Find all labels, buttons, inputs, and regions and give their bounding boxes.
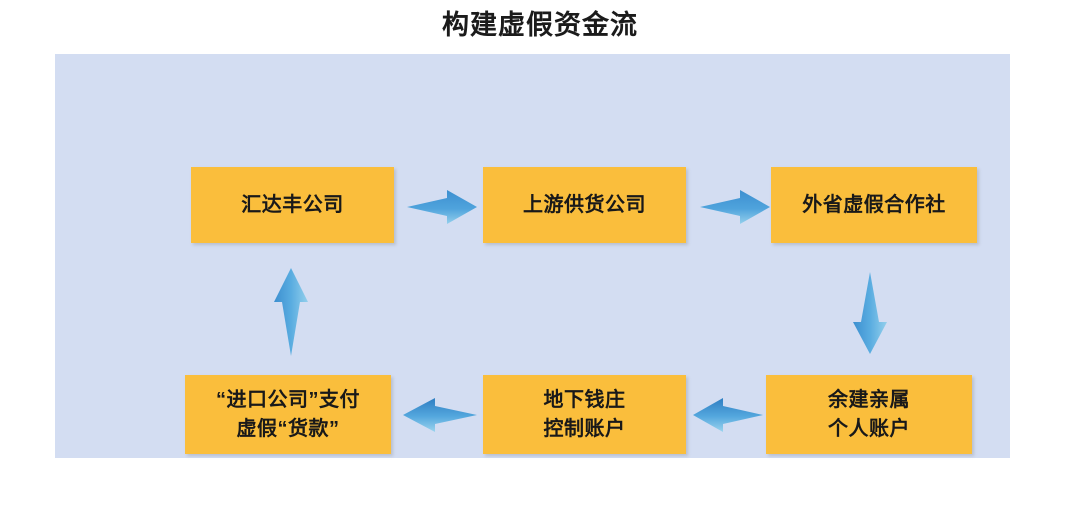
node-label: 上游供货公司 xyxy=(523,193,646,216)
diagram-panel: 汇达丰公司 上游供货公司 外省虚假合作社 “进口公司”支付 虚假“货款” 地下钱… xyxy=(55,54,1010,458)
node-label: 余建亲属 个人账户 xyxy=(828,388,910,440)
node-label: 外省虚假合作社 xyxy=(802,193,946,216)
page-title: 构建虚假资金流 xyxy=(442,10,638,40)
node-underground-bank[interactable]: 地下钱庄 控制账户 xyxy=(483,375,686,454)
node-label: 地下钱庄 控制账户 xyxy=(543,388,626,440)
node-huidafeng[interactable]: 汇达丰公司 xyxy=(191,167,394,243)
arrow-right-icon xyxy=(407,188,477,226)
node-label: “进口公司”支付 虚假“货款” xyxy=(216,388,360,440)
node-supplier[interactable]: 上游供货公司 xyxy=(483,167,686,243)
node-coop[interactable]: 外省虚假合作社 xyxy=(771,167,977,243)
node-import-company[interactable]: “进口公司”支付 虚假“货款” xyxy=(185,375,391,454)
arrow-left-icon xyxy=(693,396,763,434)
arrow-right-icon xyxy=(700,188,770,226)
node-label: 汇达丰公司 xyxy=(241,193,344,216)
node-relatives-account[interactable]: 余建亲属 个人账户 xyxy=(766,375,972,454)
arrow-down-icon xyxy=(851,266,889,354)
arrow-up-icon xyxy=(272,268,310,360)
arrow-left-icon xyxy=(403,396,477,434)
